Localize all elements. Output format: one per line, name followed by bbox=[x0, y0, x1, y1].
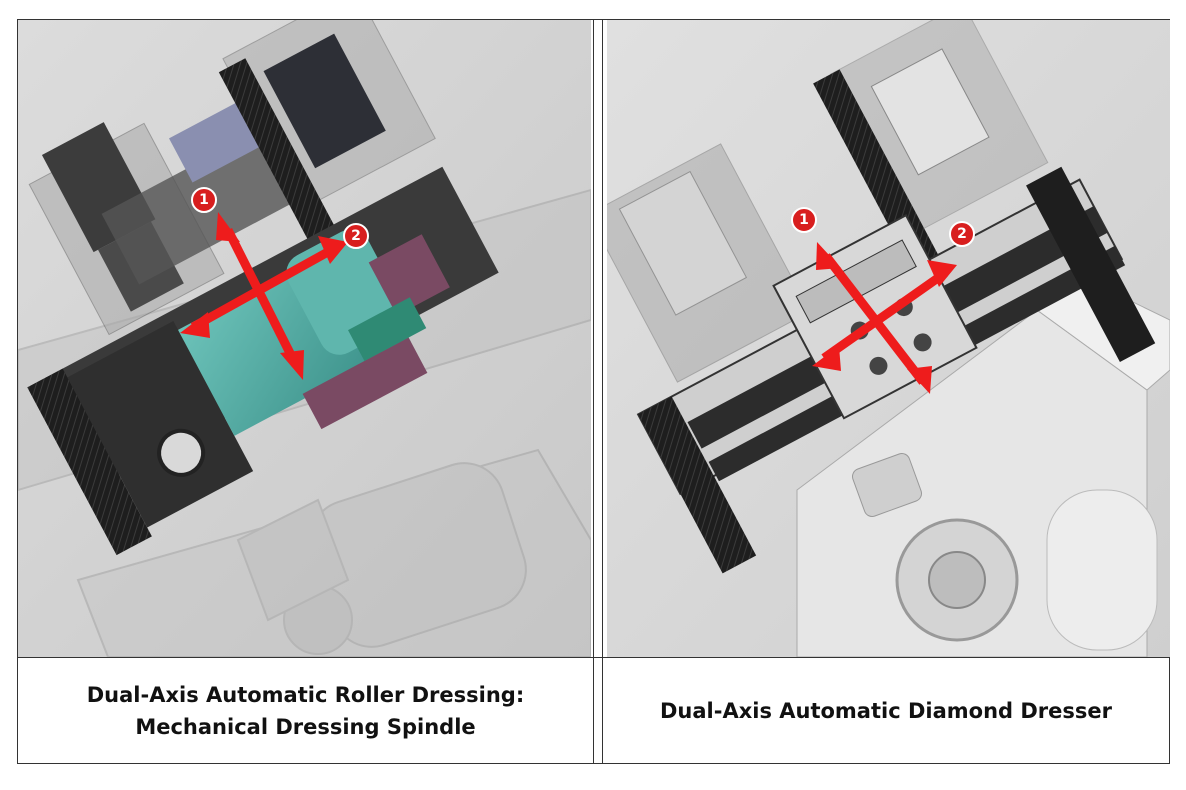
axis-badge-1: 1 bbox=[791, 207, 817, 233]
column-divider bbox=[593, 20, 594, 763]
axis-badge-1: 1 bbox=[191, 187, 217, 213]
axis-2-arrow bbox=[821, 269, 948, 362]
diamond-dresser-illustration bbox=[607, 20, 1170, 657]
axis-arrows bbox=[812, 242, 957, 394]
caption-line: Dual-Axis Automatic Diamond Dresser bbox=[659, 698, 1113, 723]
axis-arrows bbox=[180, 212, 348, 380]
comparison-figure: 1 2 bbox=[17, 19, 1170, 764]
axis-1-arrow bbox=[223, 227, 301, 368]
column-divider bbox=[602, 20, 603, 763]
caption-line: Dual-Axis Automatic Roller Dressing: bbox=[86, 682, 525, 707]
diamond-dresser-render: 1 2 bbox=[607, 20, 1170, 657]
caption-roller-dressing: Dual-Axis Automatic Roller Dressing: Mec… bbox=[18, 658, 593, 763]
roller-dressing-render: 1 2 bbox=[18, 20, 591, 657]
axis-2-arrow bbox=[190, 244, 338, 331]
caption-line: Mechanical Dressing Spindle bbox=[135, 714, 476, 739]
roller-dressing-illustration bbox=[18, 20, 591, 657]
caption-diamond-dresser: Dual-Axis Automatic Diamond Dresser bbox=[603, 658, 1169, 763]
axis-badge-2: 2 bbox=[949, 221, 975, 247]
axis-badge-2: 2 bbox=[343, 223, 369, 249]
